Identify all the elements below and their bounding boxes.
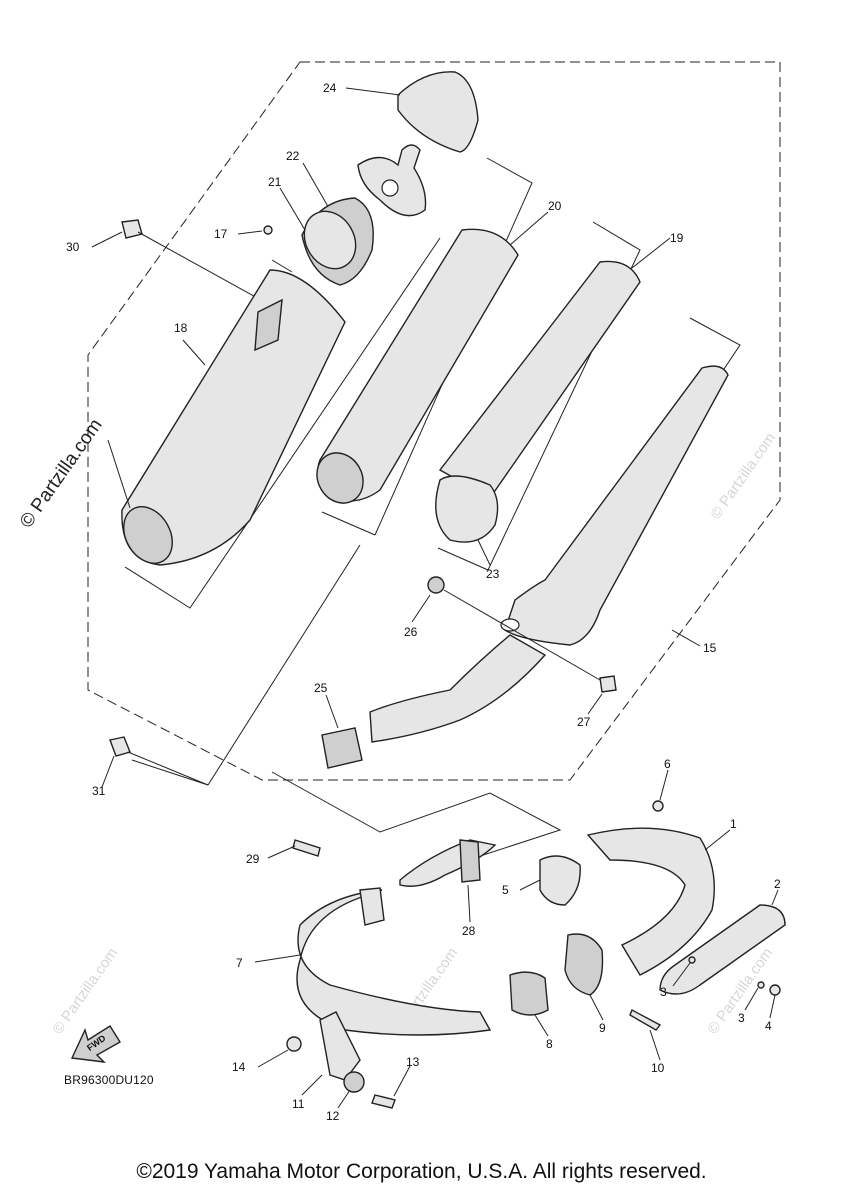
part-8-gasket [509,971,549,1037]
figure-code: BR96300DU120 [64,1073,154,1087]
fwd-arrow-icon [70,1025,121,1063]
watermark-text: © Partzilla.com [49,945,121,1038]
bracket-19 [437,221,641,571]
part-2-heat-protector [659,889,786,995]
part-5-gasket [519,855,581,906]
part-27-bolt [587,675,617,715]
callout-22: 22 [286,149,300,163]
part-10-bolt [629,1009,662,1061]
part-1-exhaust-pipe [586,827,731,976]
watermark-text: © Partzilla.com [707,430,779,523]
part-15-link-pipe [369,365,729,743]
copyright-footer: ©2019 Yamaha Motor Corporation, U.S.A. A… [136,1160,707,1183]
callout-1: 1 [730,817,737,831]
callout-12: 12 [326,1109,340,1123]
callout-27: 27 [577,715,591,729]
bracket-20 [321,157,533,536]
callout-6: 6 [664,757,671,771]
callout-23: 23 [486,567,500,581]
part-19-inner-pipe [435,237,671,566]
bracket-25-31 [131,544,562,861]
part-22-tail-bracket [302,144,427,217]
callout-9: 9 [599,1021,606,1035]
callout-15: 15 [703,641,717,655]
part-3-grommets [672,956,765,1011]
callout-31: 31 [92,784,106,798]
part-21-inner-cap [279,187,374,286]
callout-21: 21 [268,175,282,189]
part-7-exhaust-pipe [254,887,492,1036]
callout-labels: 1 2 3 3 4 5 6 7 8 9 10 11 12 13 14 15 17… [66,81,781,1123]
callout-25: 25 [314,681,328,695]
part-20-muffler-body [316,211,549,504]
part-29-bolt [267,839,321,859]
callout-8: 8 [546,1037,553,1051]
part-13-bolt [371,1065,411,1109]
callout-24: 24 [323,81,337,95]
callout-7: 7 [236,956,243,970]
callout-2: 2 [774,877,781,891]
callout-4: 4 [765,1019,772,1033]
callout-26: 26 [404,625,418,639]
part-18-muffler-cover [107,269,346,566]
part-28-bracket [399,839,497,923]
part-30-bolt [91,219,271,306]
part-31-bolt [101,736,209,788]
callout-18: 18 [174,321,188,335]
callout-20: 20 [548,199,562,213]
callout-3: 3 [738,1011,745,1025]
part-26-grommet [411,576,601,681]
callout-10: 10 [651,1061,665,1075]
part-14-bolt [257,1036,302,1068]
part-4-bolt [769,984,781,1019]
callout-17: 17 [214,227,228,241]
callout-11: 11 [292,1097,305,1111]
part-12-damper [337,1071,365,1109]
callout-29: 29 [246,852,260,866]
callout-28: 28 [462,924,476,938]
part-9-clamp [564,933,604,1021]
part-24-end-cap [345,71,479,153]
part-11-bracket [301,1011,361,1096]
bracket-18 [124,237,441,609]
part-6-nut [652,769,669,812]
callout-13: 13 [406,1055,420,1069]
part-17-nut [237,225,273,235]
callout-19: 19 [670,231,684,245]
callout-3: 3 [660,985,667,999]
callout-30: 30 [66,240,80,254]
callout-14: 14 [232,1060,246,1074]
part-25-gasket [321,694,363,769]
callout-5: 5 [502,883,509,897]
